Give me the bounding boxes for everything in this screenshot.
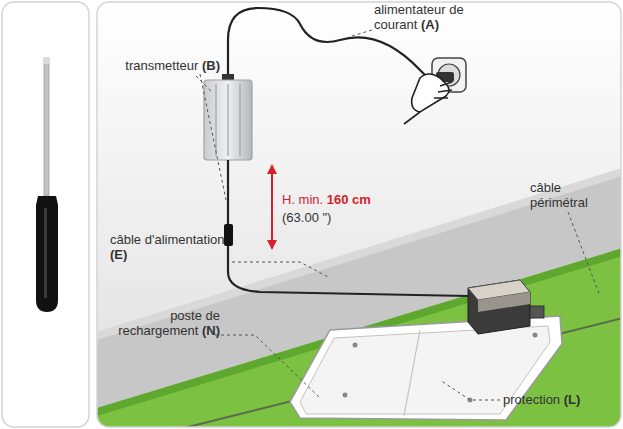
socket-and-plug — [434, 82, 452, 98]
part-label: poste de rechargement (N) — [110, 308, 220, 338]
scene — [97, 2, 621, 427]
charging-station — [478, 292, 530, 312]
tool-panel — [44, 58, 49, 196]
leader-line — [200, 74, 226, 200]
panel-border — [97, 2, 621, 427]
leader-line — [196, 30, 600, 400]
tool-panel — [44, 208, 47, 298]
part-label: câble d'alimentation (E) — [110, 232, 230, 262]
part-label: protection (L) — [503, 392, 613, 407]
supply-cable — [228, 246, 468, 296]
charging-station — [530, 306, 544, 318]
socket-and-plug — [404, 58, 466, 124]
leader-line — [196, 76, 212, 92]
tool-panel — [2, 2, 89, 427]
transmitter-box — [204, 74, 252, 160]
tool-panel — [2, 2, 89, 427]
height-arrow — [271, 170, 273, 244]
transmitter-box — [227, 84, 229, 156]
charging-station — [468, 280, 530, 334]
leader-line — [352, 30, 372, 36]
transmitter-box — [215, 84, 217, 156]
tool-panel — [36, 196, 58, 312]
leader-line — [440, 380, 500, 400]
socket-and-plug — [404, 112, 420, 124]
tool-panel — [43, 58, 50, 64]
leader-line — [232, 262, 330, 278]
dimension-label: (63.00 ") — [282, 210, 362, 225]
dimension-label: H. min. 160 cm — [282, 192, 422, 207]
height-arrow — [267, 240, 277, 250]
leader-line — [568, 212, 600, 296]
part-label: câble périmétral — [530, 180, 610, 210]
charging-station — [353, 343, 358, 348]
transmitter-box — [239, 84, 241, 156]
scene — [97, 168, 621, 340]
supply-cable — [227, 160, 229, 228]
cable-connector — [224, 224, 233, 246]
socket-and-plug — [412, 74, 449, 112]
part-label: transmetteur (B) — [120, 58, 220, 73]
scene — [97, 248, 621, 427]
charging-station — [533, 333, 538, 338]
leader-line — [215, 335, 320, 398]
charging-station — [343, 393, 348, 398]
charging-station — [404, 330, 420, 416]
height-arrow — [267, 164, 277, 250]
height-arrow — [267, 164, 277, 174]
transmitter-box — [204, 80, 252, 160]
part-label: alimentateur de courant (A) — [374, 2, 474, 32]
